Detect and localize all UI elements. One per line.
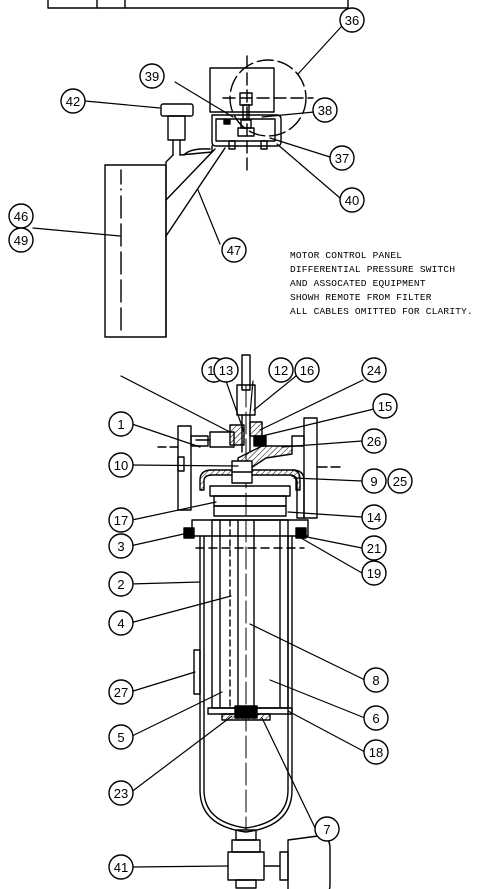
callout-3: 3 [108, 533, 134, 559]
callout-38: 38 [312, 97, 338, 123]
motor-panel-group [104, 55, 314, 338]
callout-25: 25 [387, 468, 413, 494]
drawing-note: MOTOR CONTROL PANEL DIFFERENTIAL PRESSUR… [290, 249, 473, 319]
callout-10: 10 [108, 452, 134, 478]
callout-7-label: 7 [323, 822, 330, 837]
callout-5-label: 5 [117, 730, 124, 745]
callout-16-label: 16 [300, 363, 314, 378]
callout-38-label: 38 [318, 103, 332, 118]
callout-15-label: 15 [378, 399, 392, 414]
note-line-2: DIFFERENTIAL PRESSURE SWITCH [290, 264, 456, 275]
callout-2: 2 [108, 571, 134, 597]
callout-36-label: 36 [345, 13, 359, 28]
callout-10-label: 10 [114, 458, 128, 473]
callout-16: 16 [294, 357, 320, 383]
note-line-4: SHOWH REMOTE FROM FILTER [290, 292, 432, 303]
note-line-3: AND ASSOCATED EQUIPMENT [290, 278, 426, 289]
note-line-5: ALL CABLES OMITTED FOR CLARITY. [290, 306, 473, 317]
callout-9: 9 [361, 468, 387, 494]
callout-26-label: 26 [367, 434, 381, 449]
callout-37-label: 37 [335, 151, 349, 166]
callout-19: 19 [361, 560, 387, 586]
callout-9-label: 9 [370, 474, 377, 489]
leader-lines [32, 26, 375, 868]
callout-14: 14 [361, 504, 387, 530]
callout-1: 1 [108, 411, 134, 437]
callout-24-label: 24 [367, 363, 381, 378]
callout-42: 42 [60, 88, 86, 114]
callout-40: 40 [339, 187, 365, 213]
callout-19-label: 19 [367, 566, 381, 581]
callout-2-label: 2 [117, 577, 124, 592]
callout-36: 36 [339, 7, 365, 33]
callout-49-label: 49 [14, 233, 28, 248]
callout-40-label: 40 [345, 193, 359, 208]
callout-26: 26 [361, 428, 387, 454]
callout-18-label: 18 [369, 745, 383, 760]
callout-46: 46 [8, 203, 34, 229]
callout-14-label: 14 [367, 510, 381, 525]
callout-7: 7 [314, 816, 340, 842]
callout-4: 4 [108, 610, 134, 636]
callout-12-label: 12 [274, 363, 288, 378]
callout-27-label: 27 [114, 685, 128, 700]
callout-17: 17 [108, 507, 134, 533]
callout-4-label: 4 [117, 616, 124, 631]
callout-21: 21 [361, 535, 387, 561]
callout-18: 18 [363, 739, 389, 765]
callouts: 36 39 38 42 37 40 46 49 47 11 13 12 16 2… [8, 7, 413, 880]
callout-41: 41 [108, 854, 134, 880]
callout-13-label: 13 [219, 363, 233, 378]
callout-39-label: 39 [145, 69, 159, 84]
callout-25-label: 25 [393, 474, 407, 489]
callout-41-label: 41 [114, 860, 128, 875]
filter-body [157, 354, 341, 889]
callout-39: 39 [139, 63, 165, 89]
note-line-1: MOTOR CONTROL PANEL [290, 250, 403, 261]
callout-47: 47 [221, 237, 247, 263]
title-block-fragment [47, 0, 349, 9]
callout-12: 12 [268, 357, 294, 383]
callout-13: 13 [213, 357, 239, 383]
callout-21-label: 21 [367, 541, 381, 556]
callout-23-label: 23 [114, 786, 128, 801]
callout-8-label: 8 [372, 673, 379, 688]
callout-1-label: 1 [117, 417, 124, 432]
callout-17-label: 17 [114, 513, 128, 528]
callout-15: 15 [372, 393, 398, 419]
callout-47-label: 47 [227, 243, 241, 258]
callout-5: 5 [108, 724, 134, 750]
callout-27: 27 [108, 679, 134, 705]
callout-23: 23 [108, 780, 134, 806]
callout-24: 24 [361, 357, 387, 383]
callout-37: 37 [329, 145, 355, 171]
callout-42-label: 42 [66, 94, 80, 109]
callout-6: 6 [363, 705, 389, 731]
callout-49: 49 [8, 227, 34, 253]
callout-3-label: 3 [117, 539, 124, 554]
callout-8: 8 [363, 667, 389, 693]
callout-46-label: 46 [14, 209, 28, 224]
callout-6-label: 6 [372, 711, 379, 726]
